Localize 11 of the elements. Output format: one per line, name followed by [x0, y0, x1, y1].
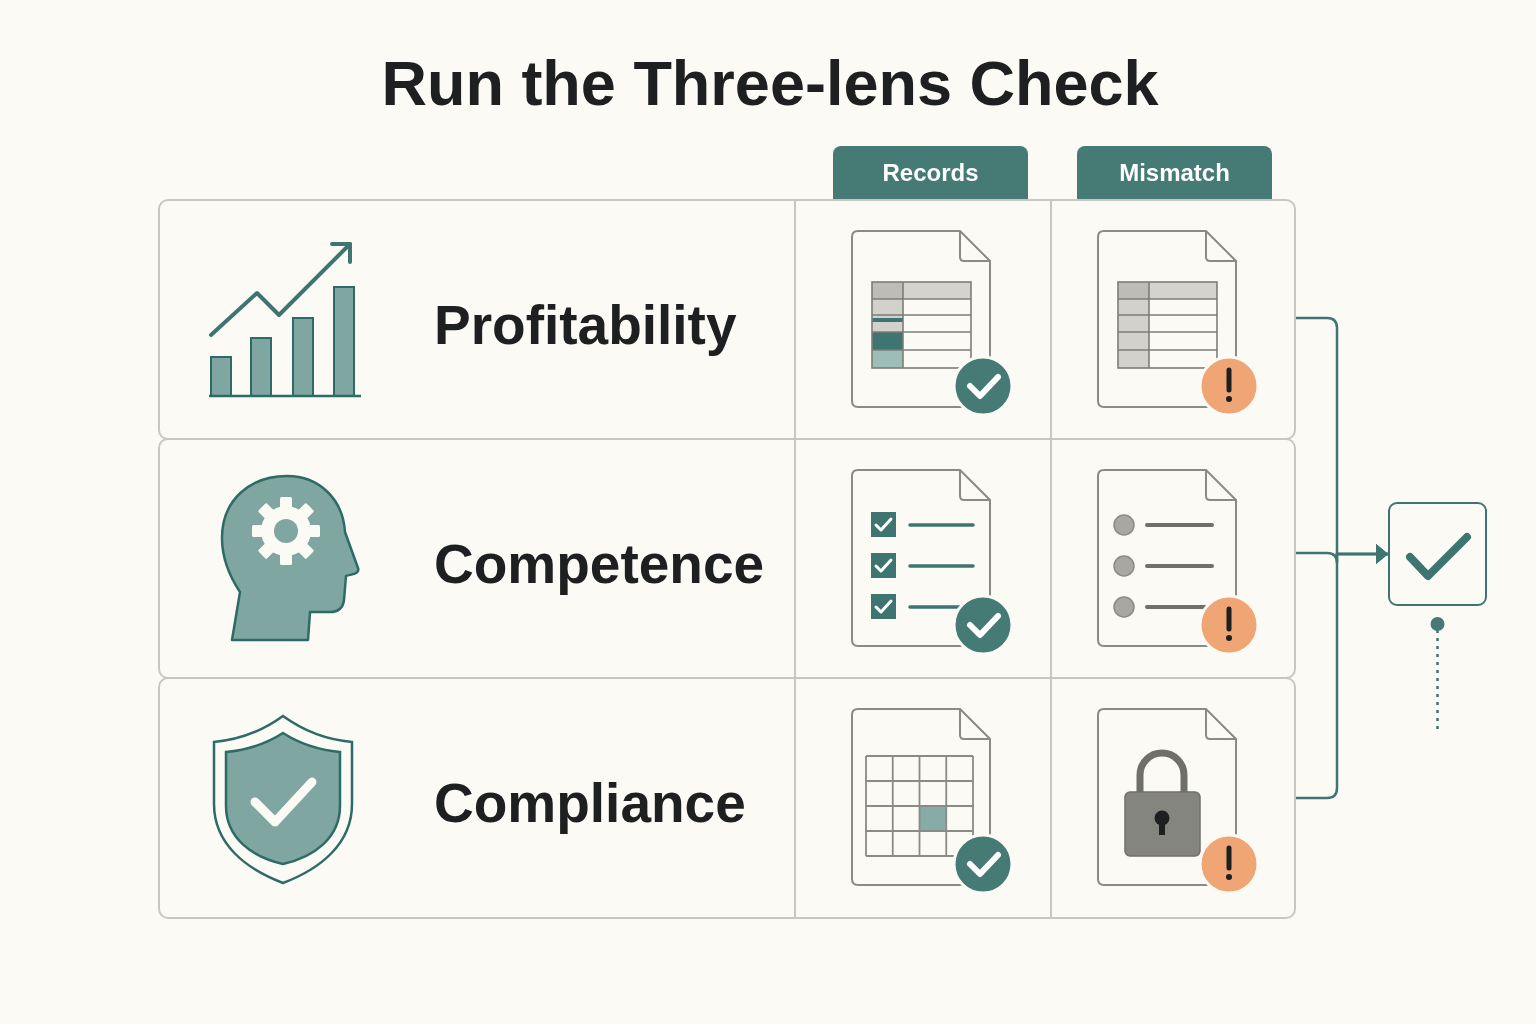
- table-row: [158, 199, 1296, 440]
- column-header: Mismatch: [1077, 146, 1272, 199]
- column-header: Records: [833, 146, 1028, 199]
- title: Run the Three-lens Check: [381, 47, 1159, 120]
- row-label: Compliance: [434, 771, 746, 836]
- result-box: [1388, 502, 1487, 606]
- row-label: Profitability: [434, 293, 737, 358]
- connector-arrow: [1296, 544, 1388, 800]
- table-row: [158, 677, 1296, 919]
- table-row: [158, 438, 1296, 679]
- row-label: Competence: [434, 532, 765, 597]
